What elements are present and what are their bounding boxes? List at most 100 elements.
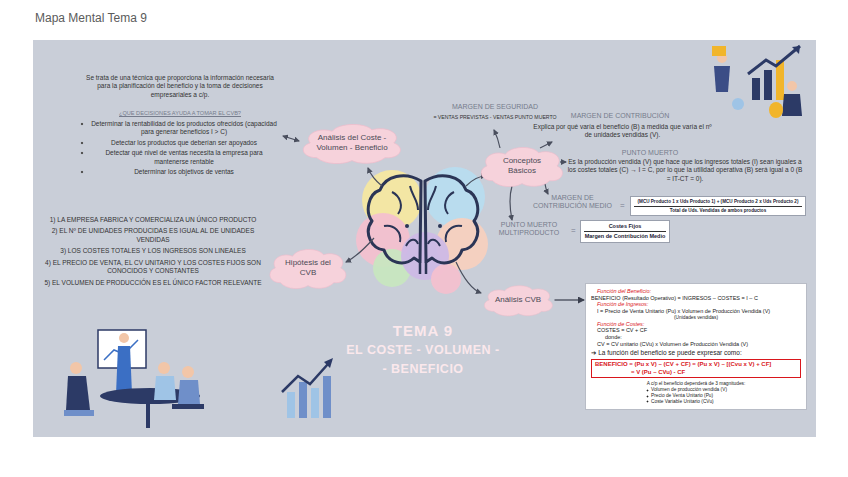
brain-illustration-part (405, 224, 409, 228)
concept-definition: Es la producción vendida (V) que hace qu… (566, 158, 804, 183)
formula-text: (MCU Producto 1 x Uds Producto 1) + (MCU… (634, 199, 802, 207)
finance-people-illustration-part (792, 46, 800, 54)
bubble-label: Hipótesis del CVB (280, 258, 336, 277)
hypothesis-item: 2) EL Nº DE UNIDADES PRODUCIDAS ES IGUAL… (40, 227, 266, 244)
brain-illustration-part (425, 176, 478, 263)
meeting-illustration-part (172, 404, 204, 409)
formula-text: = V (Pu – CVu) - CF (595, 369, 797, 377)
formula-text: (Unidades vendidas) (591, 315, 801, 321)
formula-text: Costes Fijos (584, 223, 666, 232)
text-column: 1) LA EMPRESA FABRICA Y COMERCIALIZA UN … (40, 216, 266, 290)
brain-illustration-part (420, 262, 426, 274)
cloud-outline (303, 124, 400, 163)
brain-illustration-part (384, 186, 418, 246)
formula-box: (MCU Producto 1 x Uds Producto 1) + (MCU… (630, 196, 806, 216)
finance-people-illustration-part (769, 102, 783, 118)
concept-heading: PUNTO MUERTO MULTIPRODUCTO (488, 221, 570, 238)
chart-icon-part (323, 376, 331, 418)
brain-illustration-part (438, 224, 442, 228)
meeting-illustration-part (182, 366, 194, 378)
formula-text: BENEFICIO (Resultado Operativo) = INGRES… (591, 295, 801, 302)
brain-illustration-part (428, 186, 462, 246)
formula-text: Margen de Contribución Medio (584, 233, 666, 240)
concept-heading: PUNTO MUERTO (575, 149, 725, 157)
topic-bubble: Hipótesis del CVB (265, 246, 351, 290)
cloud-outline (484, 286, 552, 316)
mind-map-branches-part (545, 184, 548, 194)
finance-people-illustration-part (752, 78, 760, 100)
mind-map-branches-part (494, 130, 500, 148)
formula-text: Total de Uds. Vendidas de ambos producto… (634, 208, 802, 214)
equals-sign: = (571, 226, 579, 235)
finance-people-illustration-part (712, 46, 726, 56)
topic-title: EL COSTE - VOLUMEN - (303, 343, 543, 357)
formula-text: CV = CV unitario (CVu) x Volumen de Prod… (591, 341, 801, 348)
text-column: Determinar la rentabilidad de los produc… (80, 120, 280, 179)
finance-people-illustration (712, 46, 802, 118)
topic-bubble: Conceptos Básicos (476, 144, 568, 188)
meeting-illustration-part (154, 376, 176, 400)
concept-heading: MARGEN DE CONTRIBUCIÓN (545, 112, 695, 120)
topic-title: - BENEFICIO (323, 362, 523, 376)
mind-map-branches-part (283, 136, 299, 141)
bubble-label: Análisis CVB (495, 295, 541, 305)
mind-map-branches-part (540, 142, 552, 148)
formula-text: COSTES = CV + CF (591, 327, 801, 334)
mind-map-branches-part (456, 262, 481, 293)
bullet-item: Determinar la rentabilidad de los produc… (80, 120, 280, 137)
text-wrap: Análisis CVB (495, 295, 541, 305)
formula-text: Coste Variable Unitario (CVu) (591, 399, 801, 405)
formula-text: I = Precio de Venta Unitario (Pu) x Volu… (591, 308, 801, 315)
concept-formula: = VENTAS PREVISTAS - VENTAS PUNTO MUERTO (430, 114, 560, 121)
question-heading: ¿QUE DECISIONES AYUDA A TOMAR EL CVB? (90, 110, 270, 116)
brain-illustration-part (368, 176, 421, 263)
mind-map-branches-part (510, 186, 512, 220)
chart-icon (282, 358, 333, 418)
chart-icon-part (287, 392, 295, 418)
meeting-illustration-part (64, 410, 94, 416)
meeting-illustration-part (70, 362, 82, 374)
concept-heading: MARGEN DE CONTRIBUCIÓN MEDIO (525, 194, 620, 211)
formula-panel: Función del Beneficio:BENEFICIO (Resulta… (585, 283, 807, 410)
bubble-label: Conceptos Básicos (491, 156, 553, 175)
highlighted-formula: BENEFICIO = (Pu x V) – (CV + CF) = (Pu x… (591, 359, 801, 378)
text-wrap: Análisis del Coste - Volumen - Beneficio (312, 133, 392, 152)
hypothesis-item: 3) LOS COSTES TOTALES Y LOS INGRESOS SON… (40, 247, 266, 255)
meeting-illustration (64, 330, 204, 428)
meeting-illustration-part (146, 400, 150, 428)
bullet-item: Detectar qué nivel de ventas necesita la… (80, 149, 280, 166)
finance-people-illustration-part (782, 94, 802, 116)
hypothesis-item: 4) EL PRECIO DE VENTA, EL CV UNITARIO Y … (40, 259, 266, 276)
chart-icon-part (324, 358, 333, 368)
topic-bubble: Análisis CVB (480, 283, 557, 317)
meeting-illustration-part (119, 333, 129, 343)
concept-definition: Explica por qué varía el beneficio (B) a… (530, 123, 715, 140)
hypothesis-item: 1) LA EMPRESA FABRICA Y COMERCIALIZA UN … (40, 216, 266, 224)
hypothesis-item: 5) EL VOLUMEN DE PRODUCCIÓN ES EL ÚNICO … (40, 279, 266, 287)
meeting-illustration-part (178, 380, 200, 404)
chart-icon-part (299, 382, 307, 418)
cloud-outline (481, 147, 562, 186)
bullet-item: Detectar los productos que deberían ser … (80, 139, 280, 147)
mind-map-branches-part (346, 238, 374, 262)
meeting-illustration-part (158, 362, 170, 374)
meeting-illustration-part (66, 376, 90, 410)
chart-icon-part (282, 364, 328, 392)
concept-heading: MARGEN DE SEGURIDAD (430, 103, 560, 111)
bullet-item: Determinar los objetivos de ventas (80, 168, 280, 176)
formula-text: Función de Ingresos: (591, 301, 801, 308)
finance-people-illustration-part (714, 66, 730, 92)
formula-box: Costes FijosMargen de Contribución Medio (580, 220, 670, 243)
finance-people-illustration-part (787, 81, 797, 91)
cloud-outline (270, 249, 346, 288)
connector-arrow (555, 299, 585, 300)
formula-text: donde: (591, 334, 801, 341)
mind-map-branches-part (560, 161, 566, 162)
mind-map-branches-part (368, 168, 382, 186)
chart-icon-part (311, 388, 319, 418)
formula-text: ➔ La función del beneficio se puede expr… (591, 349, 801, 357)
finance-people-illustration-part (764, 70, 772, 100)
brain-illustration (356, 167, 488, 294)
topic-bubble: Análisis del Coste - Volumen - Beneficio (297, 121, 407, 165)
topic-title: TEMA 9 (323, 322, 523, 339)
